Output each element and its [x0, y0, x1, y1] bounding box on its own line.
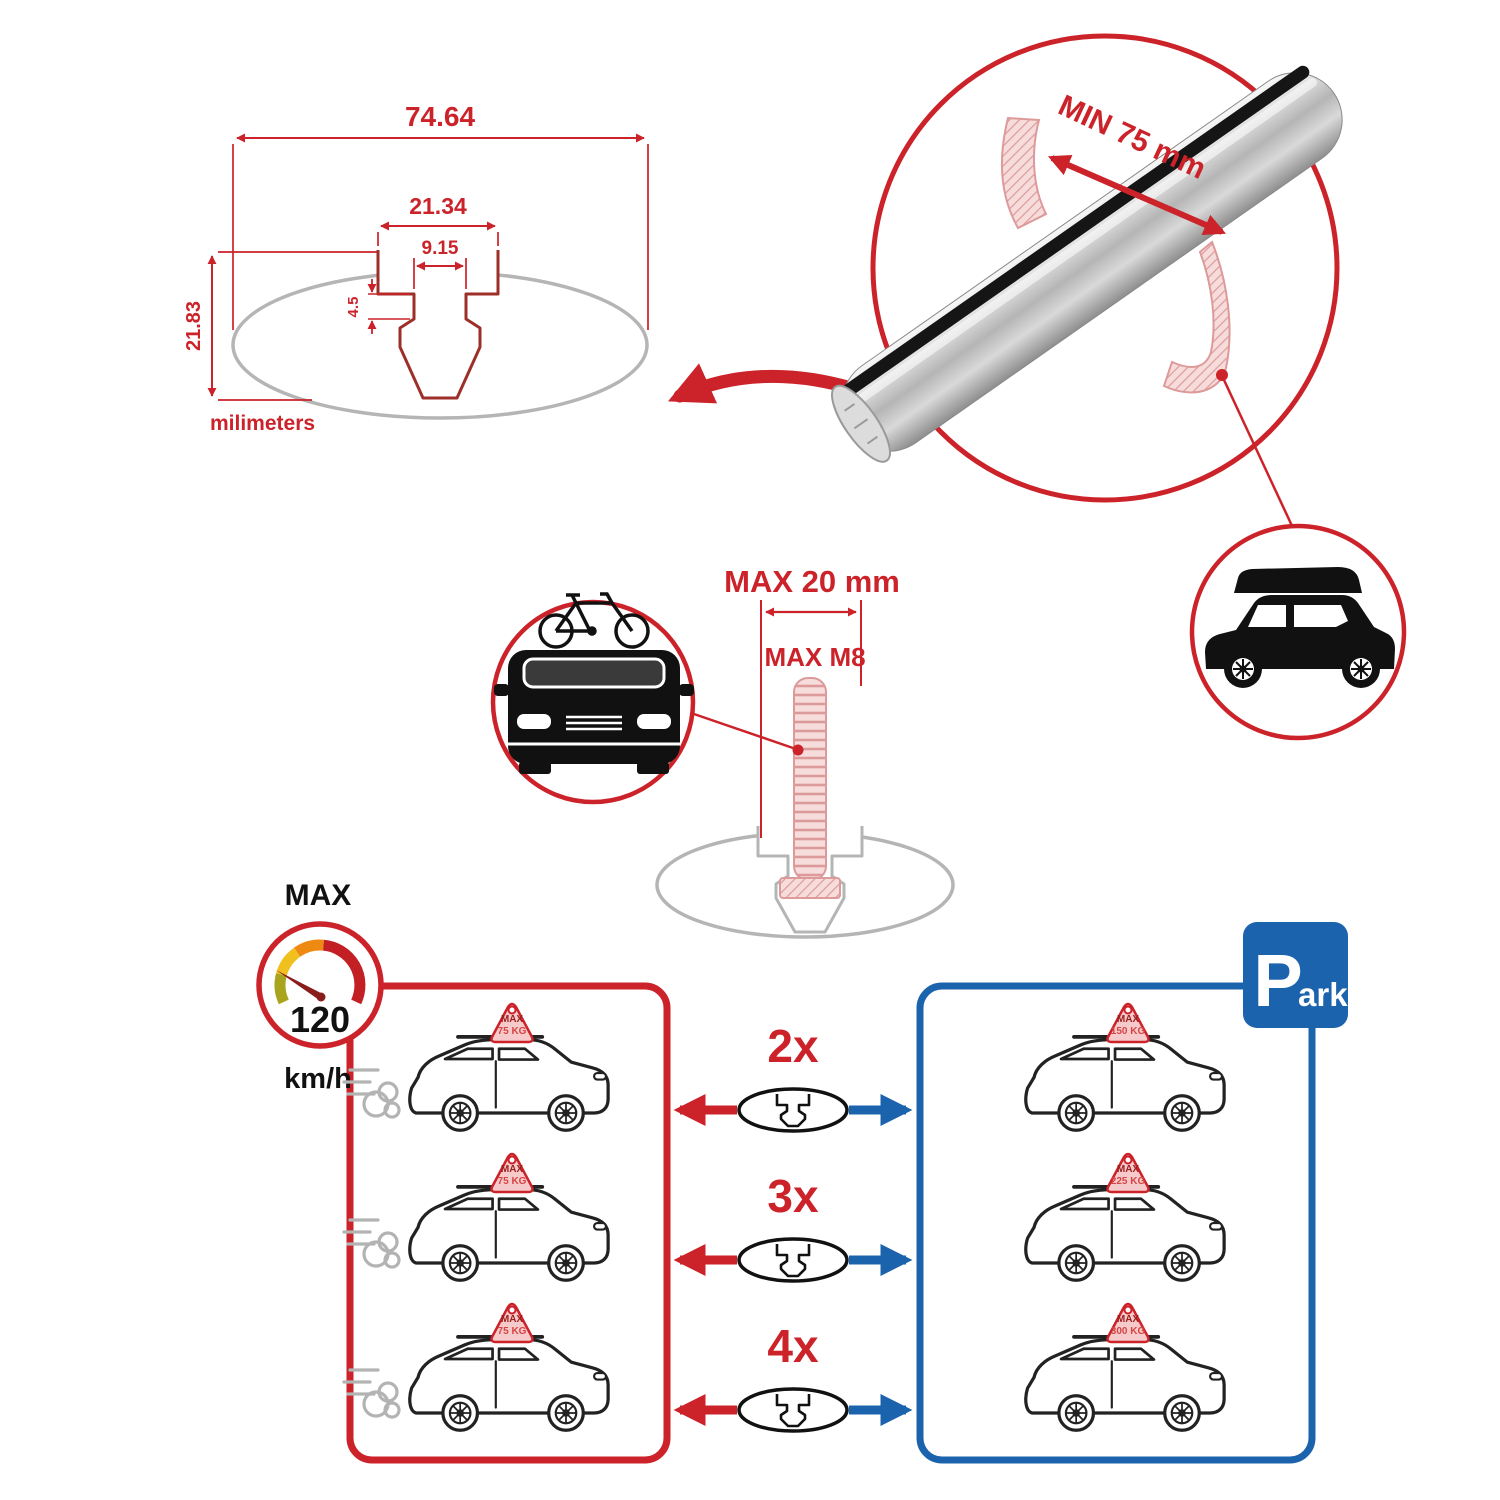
- count-label: 4x: [767, 1320, 819, 1372]
- needle-icon: [276, 970, 323, 1000]
- units-label: milimeters: [210, 412, 315, 435]
- dim-slot-opening: [413, 258, 467, 289]
- t-slot-mask: [378, 250, 498, 398]
- max-thread-label: MAX M8: [764, 642, 865, 672]
- sign-max: MAX: [1117, 1014, 1140, 1025]
- row-4x: MAX 75 KG 4x MAX 300 KG: [342, 1302, 1227, 1433]
- sign-max: MAX: [1117, 1314, 1140, 1325]
- car-front-icon: [494, 650, 694, 774]
- row-2x: MAX 75 KG 2x MAX 150 KG: [342, 1002, 1227, 1133]
- sign-load: 150 KG: [1111, 1026, 1146, 1037]
- cross-section-drawing: 74.64 21.34 9.15 4.5 21.83 milimeters: [183, 101, 649, 435]
- sign-load: 75 KG: [498, 1326, 527, 1337]
- clamp-strap-right: [1162, 240, 1231, 394]
- headlight-right: [637, 714, 671, 729]
- dim-overall-width-label: 74.64: [405, 101, 475, 132]
- dim-overall-width: [232, 133, 649, 330]
- count-label: 2x: [767, 1020, 819, 1072]
- t-slot-profile-gray: [756, 826, 864, 934]
- clamp-point-dot: [1216, 369, 1228, 381]
- t-bolt-sketch: [779, 677, 841, 899]
- mirror-left: [494, 684, 509, 696]
- max-length-label: MAX 20 mm: [724, 564, 900, 599]
- detail-circle: [870, 33, 1340, 503]
- sign-max: MAX: [501, 1014, 524, 1025]
- leader-line-to-bike-car: [690, 711, 794, 750]
- t-slot-profile: [376, 250, 500, 400]
- headlight-left: [517, 714, 551, 729]
- bicycle-icon: [538, 592, 650, 649]
- row-3x: MAX 75 KG 3x MAX 225 KG: [342, 1152, 1227, 1283]
- dim-lip-depth: [367, 279, 410, 334]
- sign-max: MAX: [501, 1314, 524, 1325]
- park-sign-ark: ark: [1298, 976, 1348, 1013]
- sign-load: 75 KG: [498, 1026, 527, 1037]
- park-sign-p: P: [1253, 939, 1302, 1022]
- sign-load: 300 KG: [1111, 1326, 1146, 1337]
- dim-channel-width: [377, 221, 499, 246]
- count-label: 3x: [767, 1170, 819, 1222]
- speed-value: 120: [290, 999, 350, 1040]
- roof-box: [1234, 567, 1362, 593]
- sign-max: MAX: [1117, 1164, 1140, 1175]
- windshield: [522, 657, 666, 689]
- bike-car-badge: [490, 592, 696, 805]
- sign-max: MAX: [501, 1164, 524, 1175]
- dim-channel-width-label: 21.34: [409, 193, 467, 219]
- pointer-arrow-to-drawing: [667, 363, 865, 404]
- dim-overall-height-label: 21.83: [183, 301, 205, 351]
- sign-load: 225 KG: [1111, 1176, 1146, 1187]
- dim-slot-opening-label: 9.15: [422, 238, 459, 259]
- bolt-point-dot: [792, 744, 804, 756]
- clamp-strap-left: [1001, 116, 1048, 230]
- roofbox-car-badge: [1189, 523, 1407, 741]
- speed-max-label: MAX: [285, 879, 352, 912]
- mirror-right: [679, 684, 694, 696]
- min-span-arrow: [1047, 154, 1227, 236]
- bar-render: MIN 75 mm: [831, 33, 1343, 529]
- park-sign: P ark: [1243, 922, 1348, 1028]
- sign-load: 75 KG: [498, 1176, 527, 1187]
- dim-overall-height: [207, 251, 377, 401]
- suv-roofbox-icon: [1205, 567, 1395, 688]
- dim-lip-depth-label: 4.5: [345, 297, 362, 318]
- bolt-dimension-drawing: MAX 20 mm MAX M8: [655, 564, 955, 939]
- speed-unit: km/h: [284, 1063, 352, 1095]
- speed-limit-badge: MAX 120 km/h: [256, 879, 384, 1095]
- dim-max-length: [760, 600, 862, 838]
- grille: [566, 715, 622, 731]
- leader-line-to-car: [1222, 379, 1295, 529]
